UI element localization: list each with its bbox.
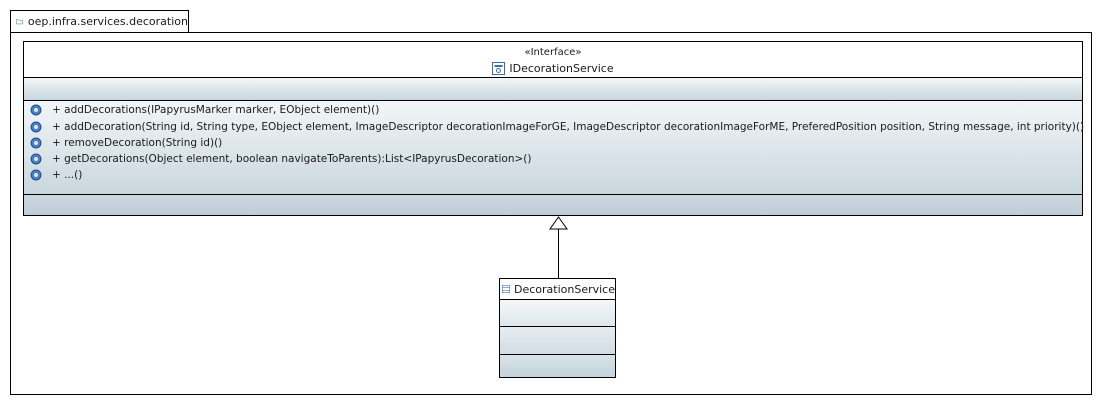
class-nested-compartment[interactable] xyxy=(500,354,615,377)
class-icon xyxy=(502,285,510,293)
operation-row[interactable]: + removeDecoration(String id)() xyxy=(30,135,222,151)
realization-arrowhead[interactable] xyxy=(549,216,568,230)
class-attributes-compartment[interactable] xyxy=(500,299,615,326)
gear-icon xyxy=(30,137,42,149)
operation-signature: + getDecorations(Object element, boolean… xyxy=(52,153,532,165)
package-tab[interactable]: oep.infra.services.decoration xyxy=(10,10,189,32)
gear-icon xyxy=(30,169,42,181)
interface-stereotype: «Interface» xyxy=(524,47,582,58)
operation-signature: + addDecoration(String id, String type, … xyxy=(52,121,1085,133)
interface-nested-compartment[interactable] xyxy=(24,194,1082,215)
operation-row[interactable]: + addDecoration(String id, String type, … xyxy=(30,119,1084,135)
operation-signature: + removeDecoration(String id)() xyxy=(52,137,223,149)
operation-row[interactable]: + ...() xyxy=(30,167,82,183)
class-box[interactable]: DecorationService xyxy=(499,278,616,378)
interface-box[interactable]: «Interface» IDecorationService + addDeco… xyxy=(23,41,1084,216)
operation-signature: + ...() xyxy=(52,169,83,181)
interface-icon xyxy=(492,62,506,75)
folder-icon xyxy=(16,19,23,25)
class-header: DecorationService xyxy=(500,279,615,299)
interface-name: IDecorationService xyxy=(509,62,614,75)
interface-operations-compartment[interactable]: + addDecorations(IPapyrusMarker marker, … xyxy=(24,100,1084,195)
package-name: oep.infra.services.decoration xyxy=(27,15,188,28)
gear-icon xyxy=(30,121,42,133)
operation-row[interactable]: + getDecorations(Object element, boolean… xyxy=(30,151,532,167)
operation-row[interactable]: + addDecorations(IPapyrusMarker marker, … xyxy=(30,102,379,118)
class-name: DecorationService xyxy=(513,282,615,296)
interface-header: «Interface» IDecorationService xyxy=(24,42,1082,77)
gear-icon xyxy=(30,153,42,165)
operation-signature: + addDecorations(IPapyrusMarker marker, … xyxy=(52,104,380,116)
class-operations-compartment[interactable] xyxy=(500,326,615,354)
realization-line[interactable] xyxy=(558,229,559,279)
gear-icon xyxy=(30,104,42,116)
interface-attributes-compartment[interactable] xyxy=(24,77,1082,100)
